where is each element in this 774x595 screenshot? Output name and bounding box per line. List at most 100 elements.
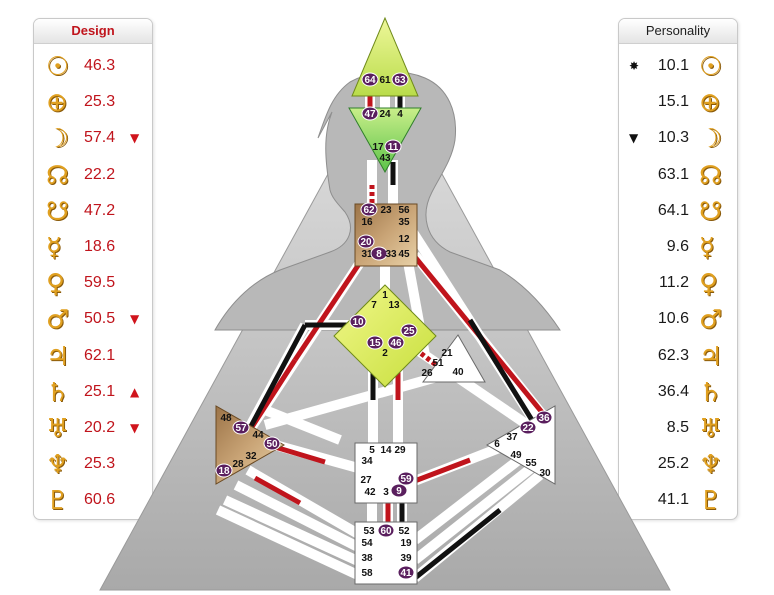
gate-20[interactable]: 20 xyxy=(360,237,372,248)
gate-60[interactable]: 60 xyxy=(380,526,392,537)
personality-gate-line-value: 10.6 xyxy=(657,310,689,328)
gate-57[interactable]: 57 xyxy=(235,423,247,434)
gate-16[interactable]: 16 xyxy=(361,217,373,228)
gate-58[interactable]: 58 xyxy=(361,568,373,579)
active-gate-marker xyxy=(400,323,418,338)
active-gate-marker xyxy=(397,565,415,580)
active-gate-marker xyxy=(361,106,379,121)
gate-12[interactable]: 12 xyxy=(398,234,410,245)
design-row-sun: ☉46.3 xyxy=(34,50,152,86)
gate-4[interactable]: 4 xyxy=(397,109,403,120)
personality-gate-line-value: 64.1 xyxy=(657,201,689,219)
gate-51[interactable]: 51 xyxy=(432,358,444,369)
gate-28[interactable]: 28 xyxy=(232,459,244,470)
gate-39[interactable]: 39 xyxy=(400,553,412,564)
gate-2[interactable]: 2 xyxy=(382,348,388,359)
pluto-icon: ♇ xyxy=(699,486,723,517)
gate-11[interactable]: 11 xyxy=(388,142,399,153)
gate-35[interactable]: 35 xyxy=(398,217,410,228)
gate-24[interactable]: 24 xyxy=(379,109,391,120)
personality-row-earth: ⊕15.1 xyxy=(619,86,737,122)
gate-38[interactable]: 38 xyxy=(361,553,373,564)
north-node-icon: ☊ xyxy=(699,160,723,191)
gate-54[interactable]: 54 xyxy=(361,538,373,549)
gate-7[interactable]: 7 xyxy=(371,300,377,311)
venus-icon: ♀ xyxy=(46,269,66,300)
gate-37[interactable]: 37 xyxy=(506,432,518,443)
gate-41[interactable]: 41 xyxy=(400,568,412,579)
gate-6[interactable]: 6 xyxy=(494,439,500,450)
active-gate-marker xyxy=(377,523,395,538)
gate-48[interactable]: 48 xyxy=(220,413,232,424)
gate-44[interactable]: 44 xyxy=(252,430,264,441)
gate-29[interactable]: 29 xyxy=(394,445,406,456)
gate-18[interactable]: 18 xyxy=(218,466,230,477)
active-gate-marker xyxy=(370,246,388,261)
gate-61[interactable]: 61 xyxy=(379,75,391,86)
gate-63[interactable]: 63 xyxy=(394,75,406,86)
gate-13[interactable]: 13 xyxy=(388,300,400,311)
gate-26[interactable]: 26 xyxy=(421,368,433,379)
gate-32[interactable]: 32 xyxy=(245,451,257,462)
personality-fixation-mark: ▼ xyxy=(629,131,639,146)
gate-40[interactable]: 40 xyxy=(452,367,464,378)
gate-17[interactable]: 17 xyxy=(372,142,384,153)
active-gate-marker xyxy=(387,335,405,350)
gate-34[interactable]: 34 xyxy=(361,456,373,467)
personality-gate-line-value: 41.1 xyxy=(657,491,689,509)
gate-33[interactable]: 33 xyxy=(385,249,397,260)
gate-42[interactable]: 42 xyxy=(364,487,376,498)
gate-53[interactable]: 53 xyxy=(363,526,375,537)
gate-10[interactable]: 10 xyxy=(352,317,364,328)
gate-23[interactable]: 23 xyxy=(380,205,392,216)
gate-1[interactable]: 1 xyxy=(382,290,388,301)
gate-64[interactable]: 64 xyxy=(364,75,376,86)
gate-43[interactable]: 43 xyxy=(379,153,391,164)
gate-47[interactable]: 47 xyxy=(364,109,376,120)
design-row-pluto: ♇60.6 xyxy=(34,484,152,519)
gate-14[interactable]: 14 xyxy=(380,445,392,456)
design-row-neptune: ♆25.3 xyxy=(34,448,152,484)
gate-46[interactable]: 46 xyxy=(390,338,402,349)
design-gate-line-value: 57.4 xyxy=(84,129,116,147)
gate-55[interactable]: 55 xyxy=(525,458,537,469)
gate-30[interactable]: 30 xyxy=(539,468,551,479)
gate-31[interactable]: 31 xyxy=(361,249,373,260)
saturn-icon: ♄ xyxy=(46,377,70,408)
active-gate-marker xyxy=(232,420,250,435)
gate-45[interactable]: 45 xyxy=(398,249,410,260)
gate-19[interactable]: 19 xyxy=(400,538,412,549)
gate-49[interactable]: 49 xyxy=(510,450,522,461)
gate-25[interactable]: 25 xyxy=(403,326,415,337)
heart-center[interactable] xyxy=(422,334,486,383)
gate-50[interactable]: 50 xyxy=(266,439,278,450)
gate-5[interactable]: 5 xyxy=(369,445,375,456)
gate-59[interactable]: 59 xyxy=(400,474,412,485)
gate-15[interactable]: 15 xyxy=(369,338,381,349)
ajna-center[interactable] xyxy=(348,107,422,174)
gate-22[interactable]: 22 xyxy=(522,423,534,434)
gate-36[interactable]: 36 xyxy=(538,413,550,424)
design-fixation-mark: ▼ xyxy=(130,312,140,327)
gate-62[interactable]: 62 xyxy=(363,205,375,216)
personality-panel: Personality ☉10.1✸⊕15.1☽10.3▼☊63.1☋64.1☿… xyxy=(618,18,738,520)
gate-56[interactable]: 56 xyxy=(398,205,410,216)
design-row-jupiter: ♃62.1 xyxy=(34,340,152,376)
design-row-mars: ♂50.5▼ xyxy=(34,303,152,339)
gate-3[interactable]: 3 xyxy=(383,487,389,498)
gate-21[interactable]: 21 xyxy=(441,348,453,359)
active-gate-marker xyxy=(519,420,537,435)
gate-27[interactable]: 27 xyxy=(360,475,372,486)
personality-row-venus: ♀11.2 xyxy=(619,267,737,303)
gate-8[interactable]: 8 xyxy=(376,249,382,260)
neptune-icon: ♆ xyxy=(699,450,723,481)
gate-52[interactable]: 52 xyxy=(398,526,410,537)
uranus-icon: ♅ xyxy=(46,414,70,444)
design-gate-line-value: 62.1 xyxy=(84,346,116,364)
uranus-icon: ♅ xyxy=(699,414,723,444)
active-gate-marker xyxy=(384,139,402,154)
gate-9[interactable]: 9 xyxy=(396,486,402,497)
design-gate-line-value: 22.2 xyxy=(84,165,116,183)
active-gate-marker xyxy=(263,436,281,451)
